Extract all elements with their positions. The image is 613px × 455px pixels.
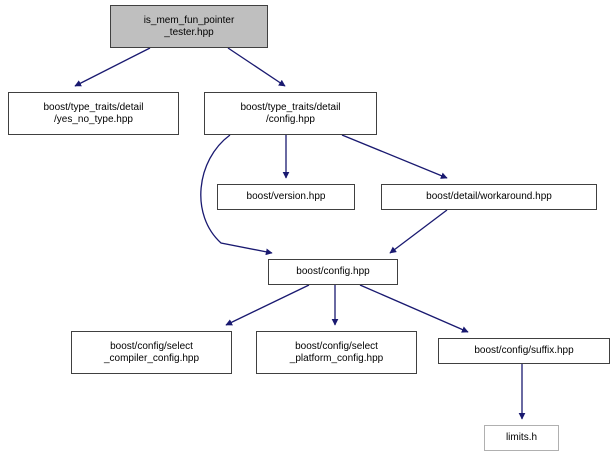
node-label-version: boost/version.hpp	[246, 191, 326, 202]
node-config[interactable]: boost/config.hpp	[268, 259, 398, 285]
node-version[interactable]: boost/version.hpp	[217, 184, 355, 210]
node-label-suffix: boost/config/suffix.hpp	[474, 345, 574, 356]
node-label-limits: limits.h	[505, 432, 538, 443]
edge-tt_config-to-workaround	[341, 134, 448, 179]
edge-config-to-select_compiler	[225, 284, 310, 326]
node-label-tt_config: boost/type_traits/detail /config.hpp	[240, 101, 341, 125]
edge-config-to-suffix	[359, 284, 469, 333]
node-label-config: boost/config.hpp	[296, 266, 370, 277]
node-label-workaround: boost/detail/workaround.hpp	[426, 191, 552, 202]
node-label-select_platform: boost/config/select _platform_config.hpp	[289, 340, 384, 364]
node-label-yes_no_type: boost/type_traits/detail /yes_no_type.hp…	[43, 101, 144, 125]
node-suffix[interactable]: boost/config/suffix.hpp	[438, 338, 610, 364]
edge-tester-to-tt_config	[227, 47, 286, 87]
edge-workaround-to-config	[389, 209, 448, 254]
node-limits[interactable]: limits.h	[484, 425, 559, 451]
node-select_compiler[interactable]: boost/config/select _compiler_config.hpp	[71, 331, 232, 374]
node-workaround[interactable]: boost/detail/workaround.hpp	[381, 184, 597, 210]
node-tt_config[interactable]: boost/type_traits/detail /config.hpp	[204, 92, 377, 135]
edge-tester-to-yes_no_type	[74, 47, 151, 87]
node-tester[interactable]: is_mem_fun_pointer _tester.hpp	[110, 5, 268, 48]
node-select_platform[interactable]: boost/config/select _platform_config.hpp	[256, 331, 417, 374]
node-label-tester: is_mem_fun_pointer _tester.hpp	[143, 14, 235, 38]
node-label-select_compiler: boost/config/select _compiler_config.hpp	[103, 340, 200, 364]
node-yes_no_type[interactable]: boost/type_traits/detail /yes_no_type.hp…	[8, 92, 179, 135]
